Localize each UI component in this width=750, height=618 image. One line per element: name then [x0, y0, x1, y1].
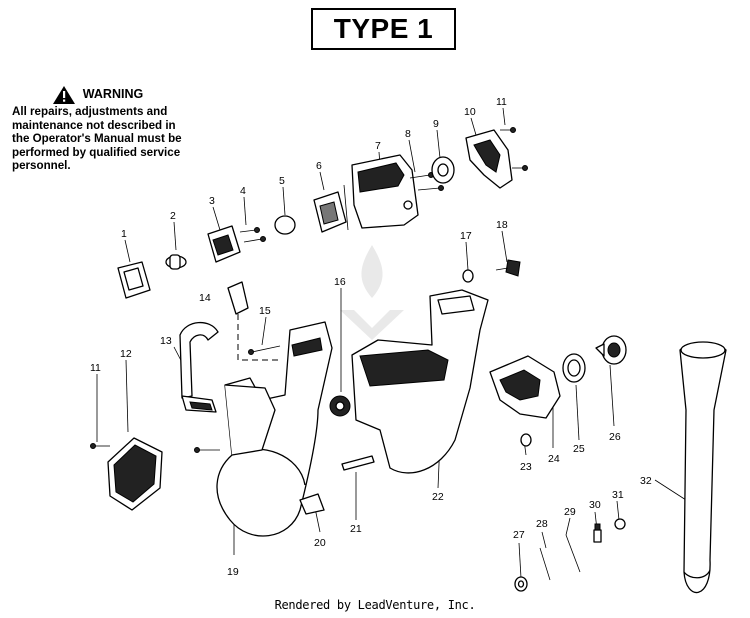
- label-part-7: 7: [375, 140, 381, 152]
- part-30-fitting: [593, 523, 602, 543]
- diagram-title-text: TYPE 1: [333, 13, 434, 44]
- part-9-washer: [431, 156, 455, 184]
- warning-header: WARNING: [12, 86, 184, 104]
- label-part-17: 17: [460, 230, 472, 242]
- part-11-screw-top: [500, 127, 528, 171]
- part-27-washer: [514, 576, 528, 592]
- part-14-pad: [227, 281, 280, 361]
- part-6-carburetor: [313, 184, 349, 233]
- part-21-pin: [341, 455, 375, 471]
- part-24-elbow: [489, 355, 561, 419]
- label-part-26: 26: [609, 431, 621, 443]
- part-10-bracket: [465, 129, 513, 189]
- label-part-21: 21: [350, 523, 362, 535]
- label-part-23: 23: [520, 461, 532, 473]
- watermark-logo: [340, 245, 404, 340]
- warning-heading: WARNING: [82, 87, 144, 102]
- diagram-title: TYPE 1: [311, 8, 456, 50]
- part-5-gasket: [274, 215, 296, 235]
- part-18-knob: [495, 259, 521, 277]
- label-part-1: 1: [121, 228, 127, 240]
- part-16-gear: [329, 395, 351, 417]
- label-part-19: 19: [227, 566, 239, 578]
- warning-notice: WARNING All repairs, adjustments and mai…: [12, 86, 184, 173]
- label-part-4: 4: [240, 185, 246, 197]
- label-part-25: 25: [573, 443, 585, 455]
- label-part-13: 13: [160, 335, 172, 347]
- warning-line-2: maintenance not described in: [12, 118, 176, 132]
- label-part-28: 28: [536, 518, 548, 530]
- part-2-plug: [165, 254, 187, 270]
- part-17-nut: [462, 269, 474, 283]
- part-28-tube: [539, 547, 551, 581]
- label-part-11-left: 11: [90, 362, 101, 374]
- part-8-screws: [409, 172, 444, 191]
- label-part-32: 32: [640, 475, 652, 487]
- part-13-handle: [179, 321, 219, 413]
- part-7-cover: [351, 154, 419, 229]
- warning-line-5: personnel.: [12, 159, 71, 173]
- part-20-clip: [299, 493, 325, 515]
- label-part-30: 30: [589, 499, 601, 511]
- warning-line-4: performed by qualified service: [12, 145, 181, 159]
- label-part-20: 20: [314, 537, 326, 549]
- label-part-2: 2: [170, 210, 176, 222]
- warning-line-1: All repairs, adjustments and: [12, 105, 168, 118]
- label-part-5: 5: [279, 175, 285, 187]
- label-part-12: 12: [120, 348, 132, 360]
- part-25-ring: [562, 353, 586, 383]
- part-22-housing-right: [351, 289, 489, 474]
- part-12-grille: [107, 437, 163, 511]
- label-part-31: 31: [612, 489, 624, 501]
- label-part-9: 9: [433, 118, 439, 130]
- label-part-14: 14: [199, 292, 211, 304]
- label-part-16: 16: [334, 276, 346, 288]
- footer-credit: Rendered by LeadVenture, Inc.: [274, 598, 476, 612]
- part-1-gasket: [117, 261, 151, 299]
- warning-triangle-icon: [52, 86, 75, 104]
- label-part-15: 15: [259, 305, 271, 317]
- part-4-screws: [239, 227, 266, 243]
- label-part-11-top: 11: [496, 96, 507, 108]
- label-part-24: 24: [548, 453, 560, 465]
- label-part-18: 18: [496, 219, 508, 231]
- part-23-cap: [520, 433, 532, 447]
- label-part-22: 22: [432, 491, 444, 503]
- part-32-tube: [679, 341, 727, 593]
- part-labels: 1 2 3 4 5 6 7 8 9 10 11 14 15 16 17 18 1…: [90, 96, 652, 578]
- label-part-3: 3: [209, 195, 215, 207]
- part-26-fitting: [595, 335, 627, 365]
- label-part-6: 6: [316, 160, 322, 172]
- part-31-nut: [614, 518, 626, 530]
- part-29-tube: [565, 534, 581, 573]
- part-15-screw: [248, 345, 281, 355]
- label-part-8: 8: [405, 128, 411, 140]
- warning-line-3: the Operator's Manual must be: [12, 132, 182, 146]
- label-part-29: 29: [564, 506, 576, 518]
- part-11-screw-left: [90, 443, 110, 449]
- label-part-10: 10: [464, 106, 476, 118]
- label-part-27: 27: [513, 529, 525, 541]
- part-3-intake: [207, 225, 241, 263]
- part-19-housing-left: [194, 321, 333, 537]
